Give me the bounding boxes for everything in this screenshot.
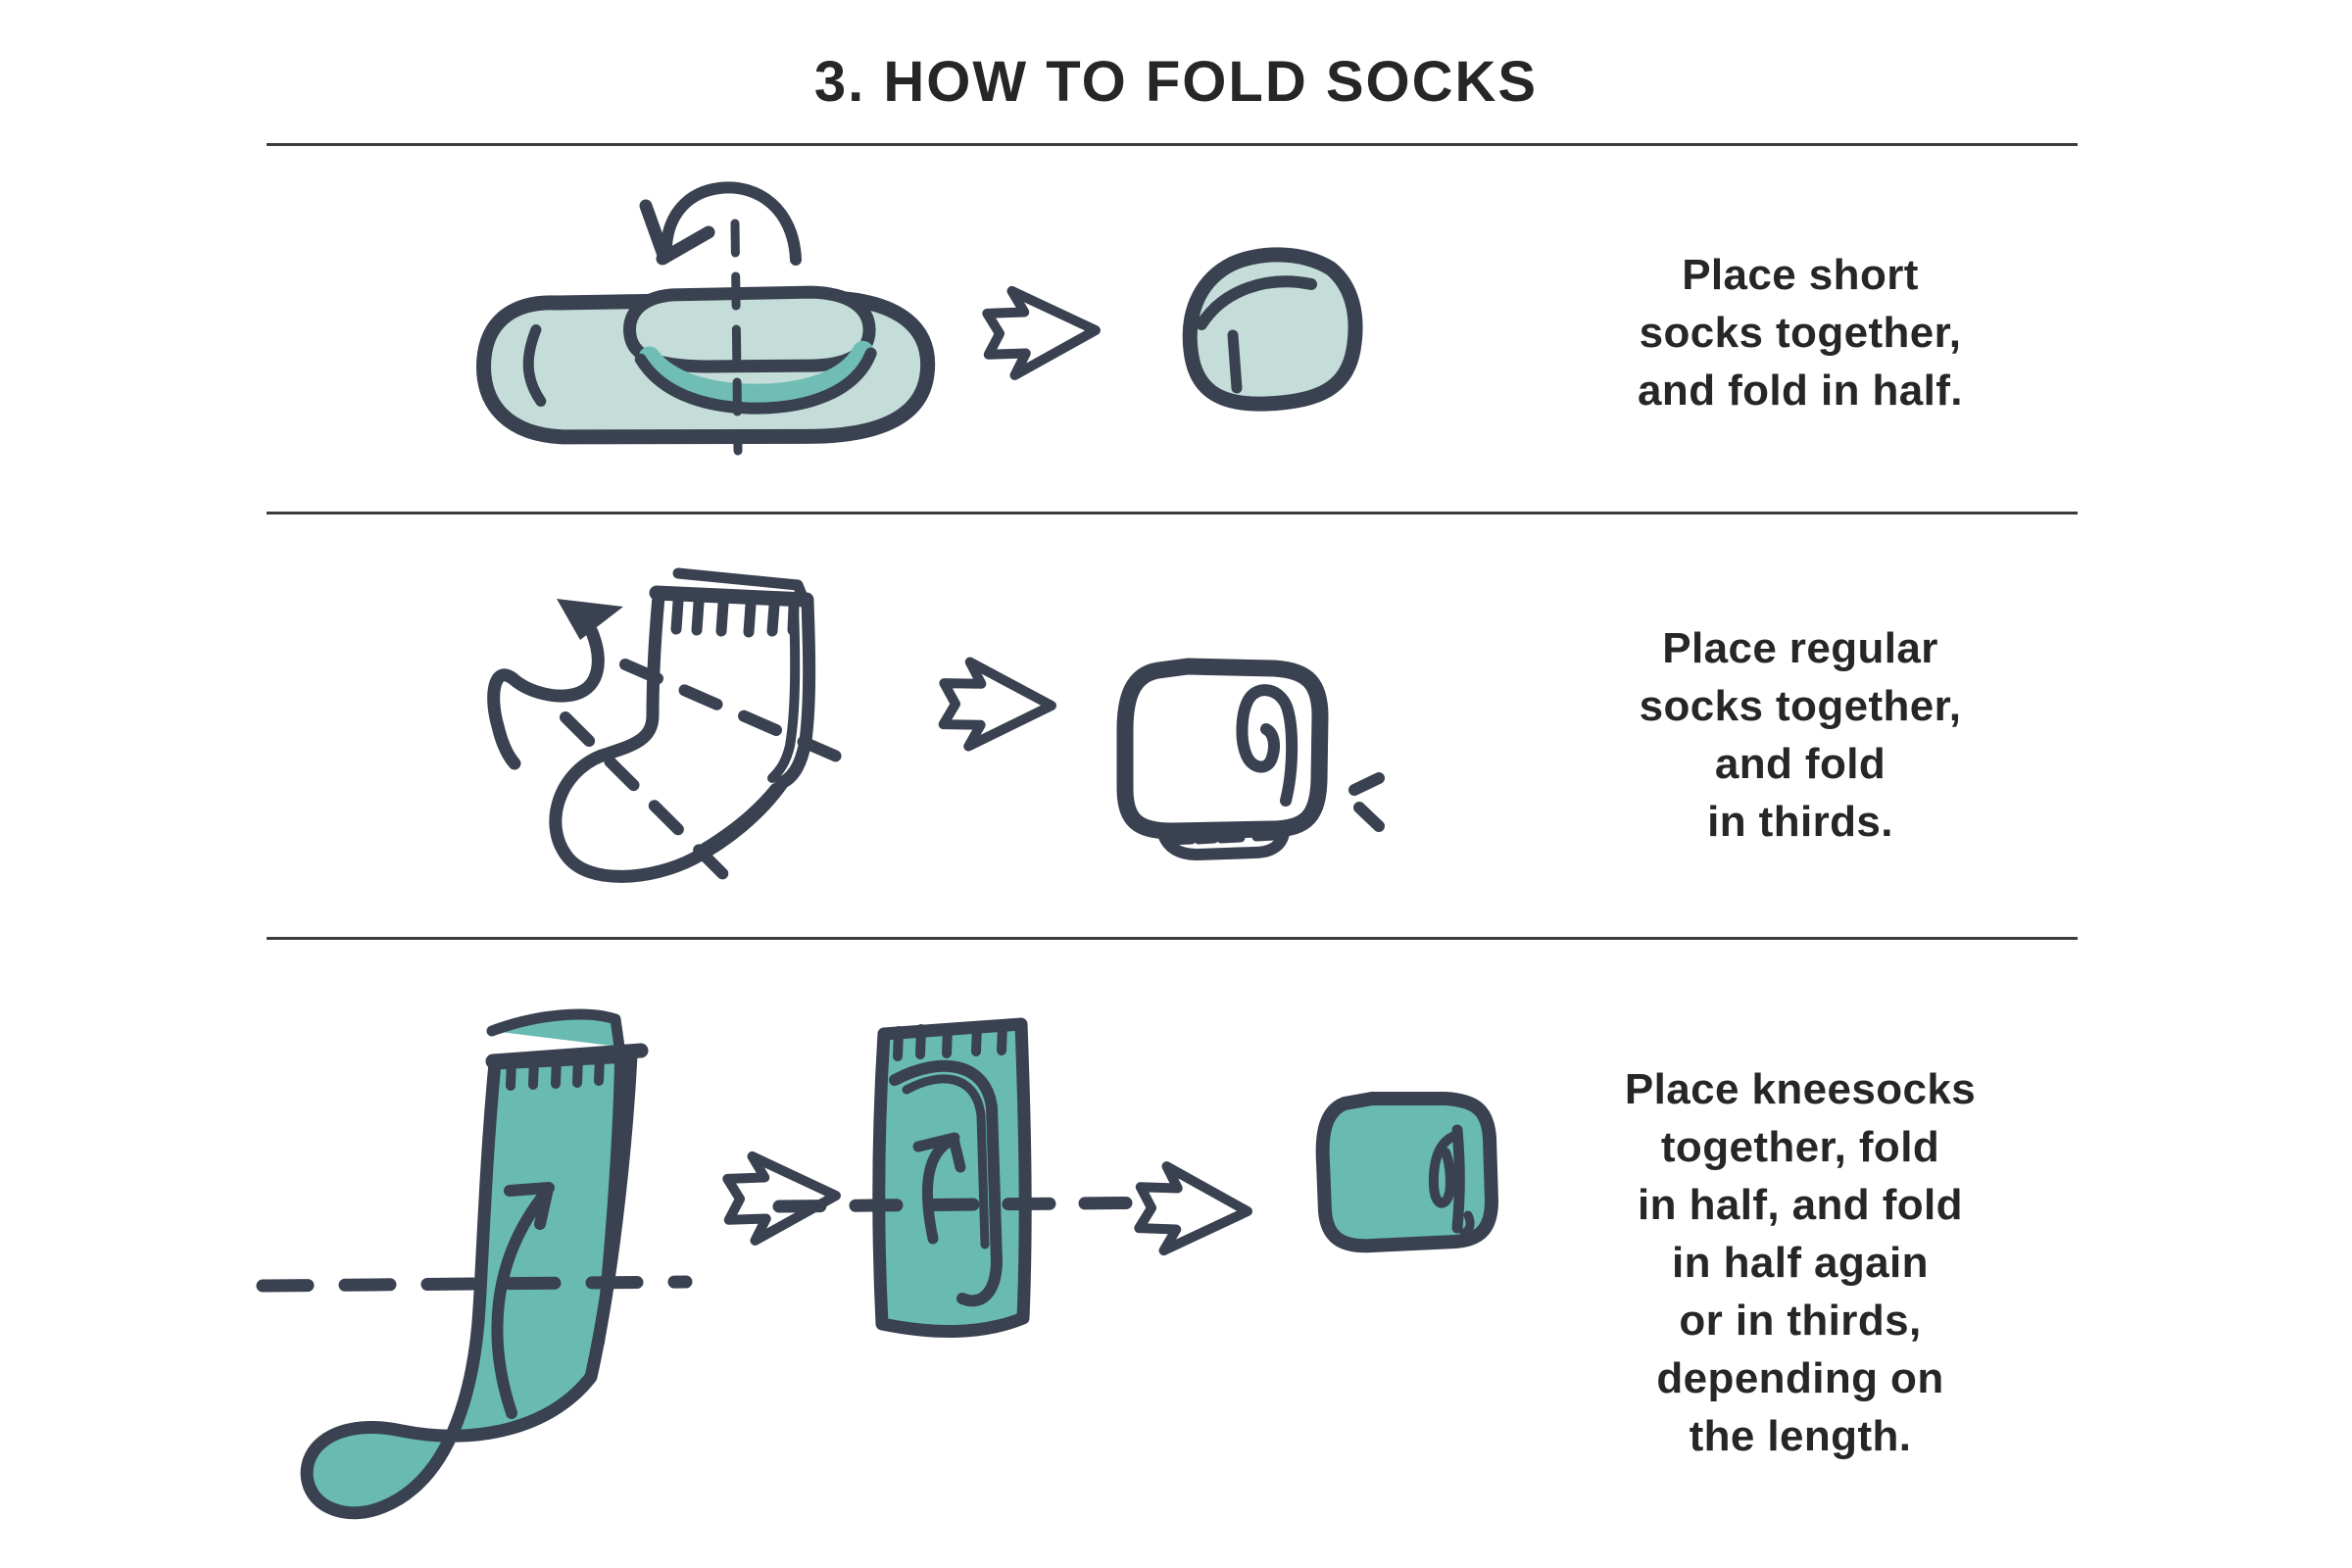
page-title: 3. HOW TO FOLD SOCKS	[813, 50, 1539, 114]
cuff-ribs	[1165, 831, 1280, 846]
text-line: and fold	[1714, 740, 1886, 788]
kneesocks-illustration	[256, 1008, 1498, 1520]
text-line: in half again	[1672, 1239, 1929, 1287]
fold-line-dashed	[730, 219, 743, 456]
text-line: socks together,	[1639, 309, 1962, 357]
curved-arrow-icon	[912, 1132, 966, 1245]
crease-line	[522, 324, 547, 407]
separator-line	[267, 937, 2078, 940]
text-line: the length.	[1689, 1412, 1912, 1460]
curved-arrow-icon	[491, 1182, 555, 1419]
regular-socks-illustration	[487, 567, 1385, 890]
folded-short-sock	[1182, 247, 1363, 412]
fold-line-dashed	[256, 1275, 693, 1293]
separator-line	[267, 512, 2078, 514]
text-line: Place regular	[1662, 624, 1938, 672]
text-line: in half, and fold	[1638, 1181, 1963, 1229]
text-line: in thirds.	[1707, 798, 1893, 846]
motion-dashes	[1348, 772, 1385, 832]
text-line: Place kneesocks	[1624, 1065, 1977, 1113]
folded-kneesock	[1315, 1092, 1498, 1253]
cuff-ribs	[893, 1020, 1007, 1061]
step-2-instruction: Place regular socks together, and fold i…	[1521, 619, 2080, 851]
cuff-ribs	[670, 596, 800, 638]
right-arrow-icon	[1134, 1161, 1252, 1256]
text-line: depending on	[1656, 1354, 1944, 1402]
text-line: Place short	[1682, 251, 1919, 299]
flip-arrow-icon	[639, 181, 802, 266]
fold-line-dashed	[560, 711, 739, 890]
stacked-short-socks	[476, 285, 936, 445]
cuff-ribs	[506, 1051, 626, 1091]
text-line: or in thirds,	[1679, 1297, 1922, 1345]
separator-line	[267, 143, 2078, 146]
fold-line-dashed	[619, 659, 865, 772]
curved-arrow-icon	[487, 599, 623, 770]
text-line: and fold in half.	[1638, 367, 1963, 415]
rolled-sock	[1116, 658, 1385, 860]
step-3-instruction: Place kneesocks together, fold in half, …	[1521, 1060, 2080, 1465]
right-arrow-icon	[722, 1151, 841, 1246]
fold-line-dashed	[772, 1196, 1178, 1213]
half-folded-kneesock	[872, 1017, 1032, 1339]
text-line: together, fold	[1660, 1123, 1940, 1171]
right-arrow-icon	[938, 657, 1056, 752]
step-1-instruction: Place short socks together, and fold in …	[1521, 246, 2080, 419]
text-line: socks together,	[1639, 682, 1962, 730]
right-arrow-icon	[982, 285, 1101, 380]
stacked-kneesocks	[300, 1008, 649, 1520]
stacked-regular-socks	[549, 567, 816, 883]
short-socks-illustration	[476, 181, 1363, 456]
